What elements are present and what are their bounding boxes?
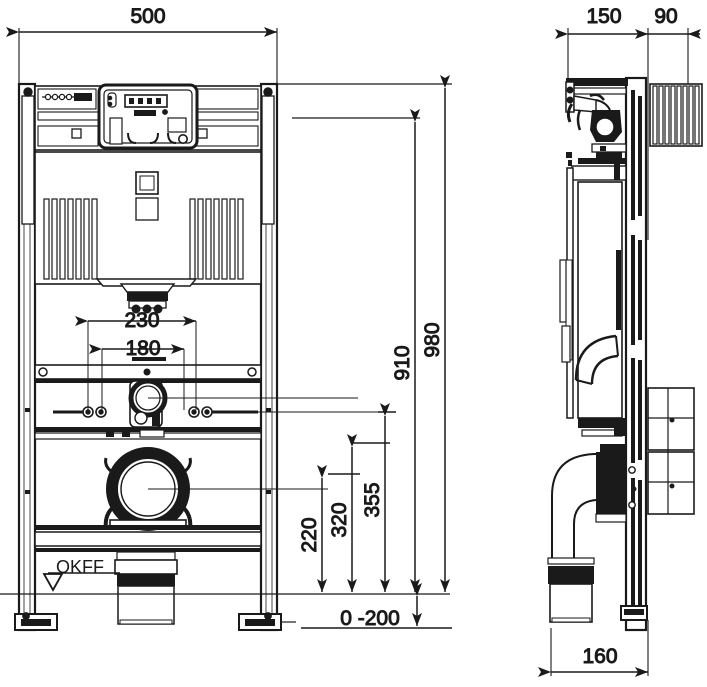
side-dimensions: 150 90 160 [538, 5, 701, 677]
frame-feet [14, 612, 296, 631]
dim-90-label: 90 [654, 5, 677, 28]
flush-pipe-connector [119, 283, 176, 314]
dim-500-label: 500 [130, 5, 165, 28]
outlet-collar [103, 447, 328, 531]
dim-220-label: 220 [298, 517, 321, 552]
dim-180-label: 180 [125, 337, 160, 360]
side-rear-ribs [649, 83, 703, 147]
side-top-mechanism [565, 78, 628, 158]
front-dimensions: 500 230 180 220 320 355 910 980 [6, 5, 452, 631]
inlet-bend [53, 378, 390, 428]
side-view [547, 28, 703, 632]
waste-pipe-stub [114, 551, 178, 625]
side-flush-elbow [574, 334, 626, 436]
dim-160-label: 160 [582, 645, 617, 668]
dim-980-label: 980 [421, 322, 444, 357]
dim-355-label: 355 [361, 482, 384, 517]
flush-valve-housing [34, 83, 262, 151]
dim-320-label: 320 [328, 502, 351, 537]
side-waste-bend [547, 444, 627, 623]
side-wall-bracket [647, 387, 695, 515]
front-extension-lines [18, 28, 278, 88]
lower-rail [34, 427, 262, 440]
okff-floor-line: OKFF [0, 557, 450, 595]
front-view: OKFF [0, 28, 450, 632]
side-vertical-rail [620, 76, 648, 632]
bottom-rails [34, 525, 262, 552]
okff-label: OKFF [56, 557, 104, 577]
dim-0-200-label: 0 -200 [340, 607, 400, 630]
cistern-body [34, 151, 262, 287]
dim-910-label: 910 [391, 345, 414, 380]
dim-230-label: 230 [124, 309, 159, 332]
side-cistern-body [559, 152, 627, 437]
dim-150-label: 150 [586, 5, 621, 28]
